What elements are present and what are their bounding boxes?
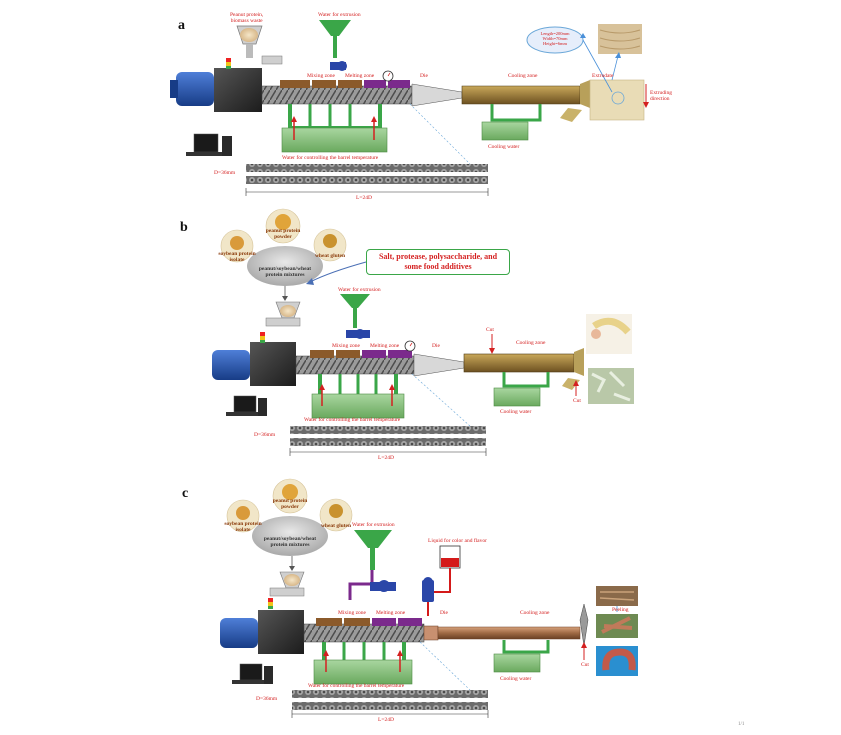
melting-zone-label: Melting zone	[345, 73, 375, 79]
cooling-die-icon-b	[463, 353, 575, 373]
cooling-zone-label-b: Cooling zone	[516, 340, 546, 346]
diameter-label: D=36mm	[214, 170, 236, 176]
mixing-zone-label-b: Mixing zone	[332, 343, 360, 349]
length-label-b: L=24D	[378, 455, 394, 461]
water-extrusion-label: Water for extrusion	[318, 12, 361, 18]
die-label-c: Die	[440, 610, 448, 616]
die-label-b: Die	[432, 343, 440, 349]
barrel-icon	[261, 85, 413, 105]
wheat-gluten-label: wheat gluten	[314, 253, 346, 259]
cooling-die-icon	[461, 85, 581, 105]
peeling-label: Peeling	[612, 607, 629, 613]
computer-icon	[193, 133, 219, 153]
page-mark: 1/1	[738, 722, 745, 727]
liquid-label: Liquid for color and flavor	[428, 538, 487, 544]
cooling-water-label-c: Cooling water	[500, 676, 532, 682]
gearbox-icon	[214, 68, 262, 112]
additives-callout: Salt, protease, polysaccharide, and some…	[366, 249, 510, 275]
cooling-die-rod-icon	[437, 626, 581, 640]
cooling-zone-label-c: Cooling zone	[520, 610, 550, 616]
panel-b-label: b	[180, 220, 188, 235]
peanut-powder-label: peanut protein powder	[265, 228, 301, 240]
barrel-water-label: Water for controlling the barrel tempera…	[282, 155, 379, 161]
protein-mixture-bubble	[247, 246, 323, 286]
extrudate-label: Extrudate	[592, 73, 614, 79]
cutter-blade-icon	[579, 603, 589, 647]
cooling-water-label: Cooling water	[488, 144, 520, 150]
length-label-c: L=24D	[378, 717, 394, 723]
motor-icon	[176, 72, 214, 106]
cooling-water-label-b: Cooling water	[500, 409, 532, 415]
protein-mixture-bubble-c	[252, 516, 328, 556]
protein-mixture-label-c: peanut/soybean/wheat protein mixtures	[263, 536, 317, 548]
panel-a-graphics	[170, 20, 649, 196]
cut-label-c: Cut	[581, 662, 589, 668]
soybean-isolate-label-c: soybean protein isolate	[224, 521, 262, 533]
cut-label-bottom: Cut	[573, 398, 581, 404]
twin-screw-icon	[246, 164, 488, 172]
wheat-gluten-label-c: wheat gluten	[320, 523, 352, 529]
panel-a-label: a	[178, 18, 185, 33]
extrudate-sample-image	[589, 79, 645, 121]
cooling-zone-label: Cooling zone	[508, 73, 538, 79]
mixing-zone-label-c: Mixing zone	[338, 610, 366, 616]
diameter-label-c: D=36mm	[256, 696, 278, 702]
protein-mixture-label: peanut/soybean/wheat protein mixtures	[258, 266, 312, 278]
mixing-zone-label: Mixing zone	[307, 73, 335, 79]
cooling-water-tank-icon	[481, 121, 529, 141]
dimensions-text: Length=200mm Width=70mm Height=6mm	[540, 31, 570, 46]
cut-label-top: Cut	[486, 327, 494, 333]
barrel-water-tank-icon	[281, 127, 388, 153]
soybean-isolate-label: soybean protein isolate	[218, 251, 256, 263]
length-label: L=24D	[356, 195, 372, 201]
motor-icon-b	[212, 350, 250, 380]
barrel-water-label-c: Water for controlling the barrel tempera…	[308, 683, 405, 689]
die-label: Die	[420, 73, 428, 79]
extruding-direction-label: Extruding direction	[650, 90, 672, 102]
melting-zone-label-b: Melting zone	[370, 343, 400, 349]
raw-material-label: Peanut protein, biomass waste	[230, 12, 264, 24]
water-extrusion-label-c: Water for extrusion	[352, 522, 395, 528]
peanut-powder-label-c: peanut protein powder	[272, 498, 308, 510]
peeled-product-image	[596, 586, 638, 606]
panel-c-label: c	[182, 486, 189, 501]
panel-b-graphics	[212, 208, 634, 456]
diameter-label-b: D=36mm	[254, 432, 276, 438]
panel-c-graphics	[220, 478, 638, 718]
barrel-water-label-b: Water for controlling the barrel tempera…	[304, 417, 401, 423]
melting-zone-label-c: Melting zone	[376, 610, 406, 616]
water-extrusion-label-b: Water for extrusion	[338, 287, 381, 293]
